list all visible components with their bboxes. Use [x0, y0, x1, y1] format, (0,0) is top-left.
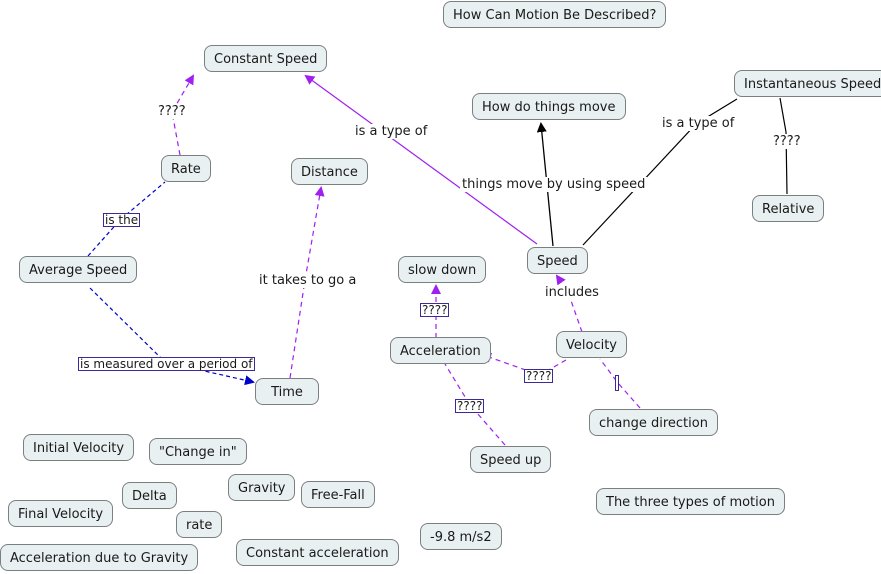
link-is-measured: is measured over a period of	[78, 357, 255, 371]
node-acceleration-due-to-gravity[interactable]: Acceleration due to Gravity	[0, 544, 199, 571]
link-q-slow-down: ????	[420, 303, 450, 317]
node-rate-lower[interactable]: rate	[176, 511, 223, 538]
node-change-direction[interactable]: change direction	[589, 409, 718, 436]
edge-speed-constant-speed	[304, 74, 538, 245]
link-q-accel-velocity: ????	[524, 369, 554, 383]
node-velocity[interactable]: Velocity	[556, 331, 627, 358]
node-constant-speed[interactable]: Constant Speed	[204, 45, 328, 72]
edge-speedup-accel	[444, 363, 506, 446]
link-is-a-type-of-right: is a type of	[660, 116, 737, 131]
node-average-speed[interactable]: Average Speed	[19, 256, 138, 283]
edge-direction-velocity	[599, 358, 641, 409]
link-includes: includes	[543, 285, 601, 300]
link-empty	[615, 375, 619, 391]
edge-velocity-speed	[555, 274, 583, 333]
node-instantaneous-speed[interactable]: Instantaneous Speed	[734, 70, 881, 97]
node-final-velocity[interactable]: Final Velocity	[8, 500, 114, 527]
node-free-fall[interactable]: Free-Fall	[301, 481, 375, 508]
node-initial-velocity[interactable]: Initial Velocity	[23, 434, 135, 461]
node-rate[interactable]: Rate	[161, 155, 211, 182]
link-it-takes: it takes to go a	[257, 273, 359, 288]
node-gravity[interactable]: Gravity	[228, 474, 296, 501]
edge-instantaneous-relative	[779, 97, 788, 195]
node-three-types-of-motion[interactable]: The three types of motion	[596, 488, 785, 515]
link-things-move: things move by using speed	[460, 177, 648, 192]
node-how-do-things-move[interactable]: How do things move	[472, 93, 626, 120]
node-delta[interactable]: Delta	[122, 482, 177, 509]
node-distance[interactable]: Distance	[291, 158, 368, 185]
link-q-rate: ????	[156, 104, 188, 119]
node-constant-acceleration[interactable]: Constant acceleration	[236, 539, 399, 566]
link-q-instantaneous: ????	[771, 134, 803, 149]
node-relative[interactable]: Relative	[752, 195, 825, 222]
title-node[interactable]: How Can Motion Be Described?	[443, 1, 667, 28]
edge-average-rate	[87, 181, 166, 257]
link-q-accel-speedup: ????	[455, 399, 485, 413]
node-time[interactable]: Time	[255, 378, 319, 405]
node-change-in[interactable]: "Change in"	[149, 438, 247, 465]
node-speed-up[interactable]: Speed up	[470, 446, 552, 473]
link-is-a-type-of-left: is a type of	[353, 124, 430, 139]
node-acceleration[interactable]: Acceleration	[390, 337, 491, 364]
node-minus-9-8[interactable]: -9.8 m/s2	[420, 523, 502, 550]
node-slow-down[interactable]: slow down	[398, 256, 487, 283]
link-is-the: is the	[103, 213, 141, 227]
node-speed[interactable]: Speed	[527, 247, 588, 274]
